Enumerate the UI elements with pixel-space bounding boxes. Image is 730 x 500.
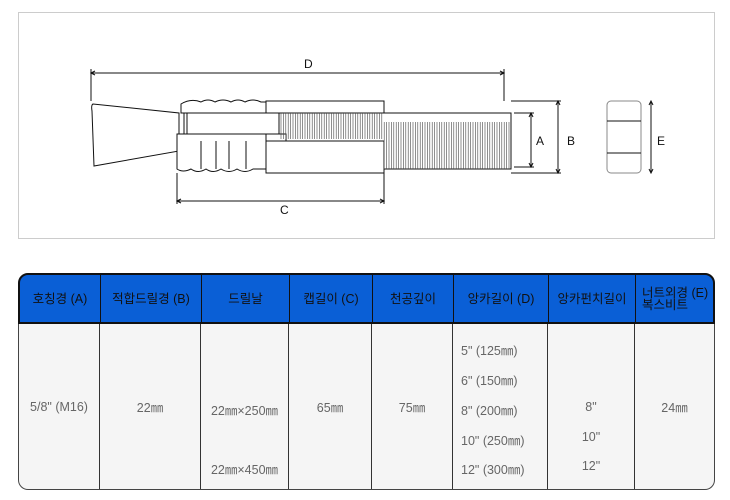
- anchor-diagram: D A B C E: [18, 12, 715, 239]
- sleeve-bottom: [176, 133, 267, 172]
- header-punch-length: 앙카펀치길이: [549, 275, 636, 322]
- cell-drill-bits: 22㎜×250㎜ 22㎜×450㎜: [201, 324, 289, 489]
- cell-drill-dia: 22㎜: [100, 324, 201, 489]
- cell-cap-length: 65㎜: [289, 324, 372, 489]
- label-d: D: [304, 57, 313, 71]
- cone: [91, 103, 180, 167]
- dimension-b: [511, 99, 561, 175]
- header-depth: 천공깊이: [373, 275, 454, 322]
- punch-length: 12": [581, 459, 601, 473]
- dimension-d: [89, 69, 506, 101]
- punch-length: 8": [585, 400, 597, 414]
- header-drill-dia: 적합드릴경 (B): [101, 275, 202, 322]
- anchor-length: 8" (200㎜): [461, 404, 518, 418]
- sleeve-top: [180, 99, 267, 114]
- drill-bit-450: 22㎜×450㎜: [210, 463, 279, 477]
- nut: [606, 100, 642, 174]
- table-header: 호칭경 (A) 적합드릴경 (B) 드릴날 캡길이 (C) 천공깊이 앙카길이 …: [18, 273, 715, 324]
- header-anchor-length: 앙카길이 (D): [454, 275, 549, 322]
- punch-length: 10": [581, 430, 601, 444]
- dimension-a: [514, 111, 534, 169]
- header-nominal: 호칭경 (A): [20, 275, 101, 322]
- header-cap-length: 캡길이 (C): [290, 275, 373, 322]
- drill-bit-250: 22㎜×250㎜: [210, 404, 279, 418]
- cell-nominal: 5/8" (M16): [19, 324, 100, 489]
- dimension-c: [175, 173, 386, 204]
- dimension-e: [648, 99, 654, 175]
- label-a: A: [536, 134, 544, 148]
- anchor-length: 5" (125㎜): [461, 344, 518, 358]
- cell-punch-lengths: 8" 10" 12": [548, 324, 635, 489]
- table-row: 5/8" (M16) 22㎜ 22㎜×250㎜ 22㎜×450㎜ 65㎜ 75㎜…: [18, 324, 715, 490]
- anchor-length: 10" (250㎜): [461, 434, 525, 448]
- label-c: C: [280, 203, 289, 217]
- cell-nut-dia: 24㎜: [661, 401, 688, 415]
- header-box-bit: 복스비트: [642, 297, 689, 312]
- header-nut-dia: 너트외경 (E): [642, 285, 709, 300]
- cell-depth: 75㎜: [372, 324, 453, 489]
- label-b: B: [567, 134, 575, 148]
- header-drill-bit: 드릴날: [202, 275, 290, 322]
- anchor-length: 12" (300㎜): [461, 463, 525, 477]
- anchor-length: 6" (150㎜): [461, 374, 518, 388]
- label-e: E: [657, 134, 665, 148]
- cell-anchor-lengths: 5" (125㎜) 6" (150㎜) 8" (200㎜) 10" (250㎜)…: [453, 324, 548, 489]
